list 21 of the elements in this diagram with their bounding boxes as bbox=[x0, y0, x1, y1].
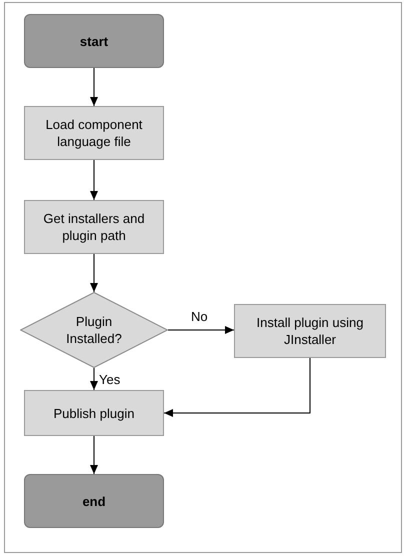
arrow bbox=[168, 326, 234, 334]
process-box bbox=[24, 106, 164, 160]
node-label: Plugin Installed? bbox=[65, 313, 123, 347]
arrow bbox=[90, 368, 98, 390]
node-label: Load component language file bbox=[44, 116, 144, 150]
process-box bbox=[24, 200, 164, 254]
arrow bbox=[90, 160, 98, 200]
arrow bbox=[164, 358, 310, 417]
node-label: Publish plugin bbox=[54, 404, 134, 422]
decision-diamond bbox=[20, 292, 168, 368]
node-label: end bbox=[82, 492, 106, 510]
node-label: start bbox=[80, 32, 108, 50]
arrow bbox=[90, 68, 98, 106]
process-box bbox=[234, 304, 386, 358]
node-label: Get installers and plugin path bbox=[43, 210, 145, 244]
arrow bbox=[90, 436, 98, 474]
node-label: Install plugin using JInstaller bbox=[256, 314, 364, 348]
terminal-box bbox=[24, 14, 164, 68]
arrow bbox=[90, 254, 98, 292]
process-box bbox=[24, 390, 164, 436]
terminal-box bbox=[24, 474, 164, 528]
